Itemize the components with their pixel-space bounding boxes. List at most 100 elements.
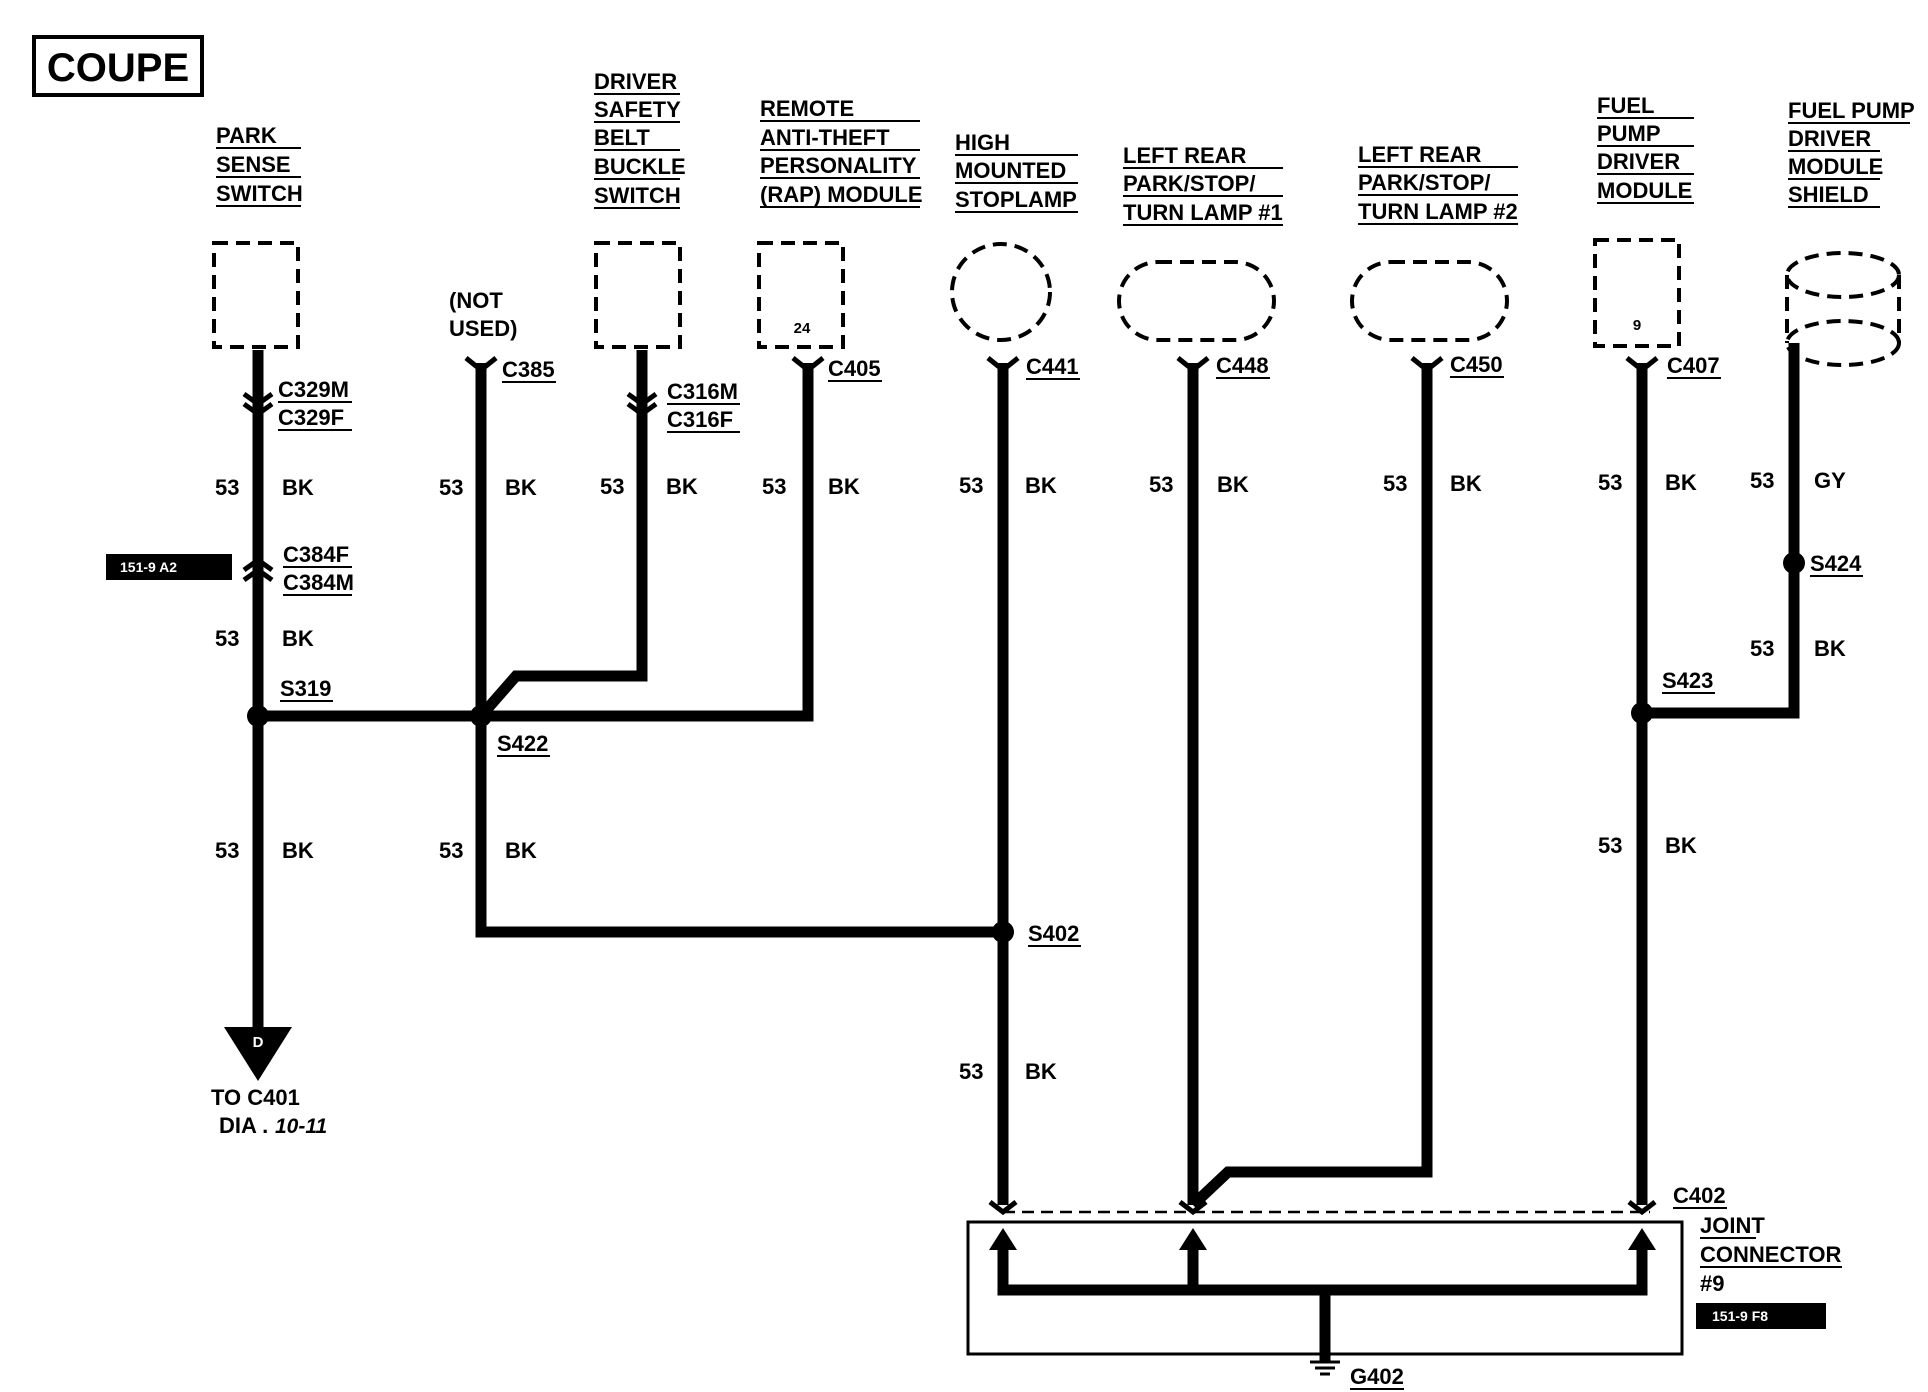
svg-text:STOPLAMP: STOPLAMP <box>955 187 1077 212</box>
ground-label: G402 <box>1350 1364 1404 1389</box>
svg-text:BK: BK <box>1665 833 1697 858</box>
high-mounted-stoplamp-label: HIGH MOUNTED STOPLAMP <box>955 130 1078 213</box>
svg-text:151-9 A2: 151-9 A2 <box>120 559 177 575</box>
diagram-title: COUPE <box>47 46 189 90</box>
svg-text:BK: BK <box>1814 636 1846 661</box>
svg-text:53: 53 <box>1750 468 1774 493</box>
fuel-pump-driver-module-label: FUEL PUMP DRIVER MODULE <box>1597 93 1694 204</box>
dia-ref: DIA . 10-11 <box>219 1113 327 1138</box>
svg-text:53: 53 <box>439 838 463 863</box>
svg-text:BK: BK <box>282 626 314 651</box>
s424-dot <box>1783 552 1805 574</box>
park-sense-switch-label: PARK SENSE SWITCH <box>216 123 303 207</box>
to-c401-label: TO C401 <box>211 1085 300 1110</box>
svg-text:PUMP: PUMP <box>1597 121 1661 146</box>
svg-text:53: 53 <box>215 626 239 651</box>
svg-text:BK: BK <box>1217 472 1249 497</box>
svg-text:BK: BK <box>828 474 860 499</box>
svg-text:53: 53 <box>1383 471 1407 496</box>
ground-icon <box>1310 1360 1340 1376</box>
s422-label: S422 <box>497 731 548 756</box>
svg-text:MODULE: MODULE <box>1597 178 1692 203</box>
svg-text:CONNECTOR: CONNECTOR <box>1700 1242 1841 1267</box>
svg-text:BELT: BELT <box>594 125 650 150</box>
svg-text:DRIVER: DRIVER <box>1597 149 1680 174</box>
title-box: COUPE <box>32 35 204 97</box>
c407-label: C407 <box>1667 353 1720 378</box>
svg-text:DRIVER: DRIVER <box>1788 126 1871 151</box>
joint-connector-label: JOINT CONNECTOR #9 <box>1700 1213 1842 1296</box>
svg-text:53: 53 <box>1750 636 1774 661</box>
svg-text:MODULE: MODULE <box>1788 154 1883 179</box>
fpdm-pin-number: 9 <box>1633 317 1641 334</box>
svg-text:BK: BK <box>505 475 537 500</box>
svg-text:SAFETY: SAFETY <box>594 97 681 122</box>
driver-safety-belt-buckle-switch-label: DRIVER SAFETY BELT BUCKLE SWITCH <box>594 69 686 209</box>
arrow-letter: D <box>253 1034 264 1051</box>
c316m-label: C316M <box>667 379 738 404</box>
splice-labels: S319 S422 S402 S423 S424 <box>280 551 1863 947</box>
svg-text:(NOT: (NOT <box>449 288 503 313</box>
connector-labels: C329M C329F C384F C384M C385 C316M C316F… <box>278 352 1727 1209</box>
svg-text:SENSE: SENSE <box>216 152 291 177</box>
left-rear-lamp-1-label: LEFT REAR PARK/STOP/ TURN LAMP #1 <box>1123 143 1283 226</box>
svg-text:LEFT REAR: LEFT REAR <box>1123 143 1247 168</box>
svg-text:151-9 F8: 151-9 F8 <box>1712 1308 1768 1324</box>
c316f-label: C316F <box>667 407 733 432</box>
svg-text:10-11: 10-11 <box>275 1115 327 1138</box>
svg-text:53: 53 <box>215 838 239 863</box>
svg-text:53: 53 <box>959 473 983 498</box>
off-page-arrow[interactable]: D <box>224 1027 292 1081</box>
svg-text:53: 53 <box>762 474 786 499</box>
svg-text:PARK: PARK <box>216 123 277 148</box>
svg-text:BK: BK <box>1025 1059 1057 1084</box>
svg-text:LEFT REAR: LEFT REAR <box>1358 142 1482 167</box>
svg-text:PARK/STOP/: PARK/STOP/ <box>1358 170 1490 195</box>
svg-text:FUEL PUMP: FUEL PUMP <box>1788 98 1915 123</box>
park-sense-switch-symbol <box>212 241 300 349</box>
svg-text:BK: BK <box>1450 471 1482 496</box>
s423-dot <box>1631 702 1653 724</box>
svg-text:BK: BK <box>505 838 537 863</box>
s402-label: S402 <box>1028 921 1079 946</box>
svg-text:DIA .: DIA . <box>219 1113 268 1138</box>
svg-text:DRIVER: DRIVER <box>594 69 677 94</box>
svg-text:53: 53 <box>215 475 239 500</box>
svg-text:BK: BK <box>282 838 314 863</box>
svg-text:PARK/STOP/: PARK/STOP/ <box>1123 171 1255 196</box>
svg-text:TURN LAMP #2: TURN LAMP #2 <box>1358 199 1518 224</box>
c384m-label: C384M <box>283 570 354 595</box>
svg-text:SWITCH: SWITCH <box>594 183 681 208</box>
svg-text:HIGH: HIGH <box>955 130 1010 155</box>
svg-text:USED): USED) <box>449 316 517 341</box>
c441-label: C441 <box>1026 354 1079 379</box>
c402-label: C402 <box>1673 1183 1726 1208</box>
svg-text:53: 53 <box>959 1059 983 1084</box>
c385-label: C385 <box>502 357 555 382</box>
svg-text:PERSONALITY: PERSONALITY <box>760 153 917 178</box>
svg-text:REMOTE: REMOTE <box>760 96 854 121</box>
fuel-pump-driver-module-shield-label: FUEL PUMP DRIVER MODULE SHIELD <box>1788 98 1915 208</box>
svg-text:SHIELD: SHIELD <box>1788 182 1869 207</box>
svg-text:GY: GY <box>1814 468 1846 493</box>
svg-text:FUEL: FUEL <box>1597 93 1654 118</box>
not-used-label: (NOT USED) <box>449 288 517 341</box>
svg-text:TURN LAMP #1: TURN LAMP #1 <box>1123 200 1283 225</box>
c384f-label: C384F <box>283 542 349 567</box>
rap-module-label: REMOTE ANTI-THEFT PERSONALITY (RAP) MODU… <box>760 96 923 208</box>
rap-module-symbol <box>757 241 845 349</box>
ref-tag-f8[interactable]: 151-9 F8 <box>1696 1303 1826 1329</box>
lamp-1-symbol <box>1117 260 1276 342</box>
ref-tag-a2[interactable]: 151-9 A2 <box>106 554 232 580</box>
s319-label: S319 <box>280 676 331 701</box>
svg-text:53: 53 <box>439 475 463 500</box>
svg-text:SWITCH: SWITCH <box>216 181 303 206</box>
s424-label: S424 <box>1810 551 1862 576</box>
c448-label: C448 <box>1216 353 1269 378</box>
wires <box>252 343 1800 1210</box>
svg-text:BK: BK <box>1665 470 1697 495</box>
svg-text:#9: #9 <box>1700 1271 1724 1296</box>
svg-text:53: 53 <box>1598 470 1622 495</box>
